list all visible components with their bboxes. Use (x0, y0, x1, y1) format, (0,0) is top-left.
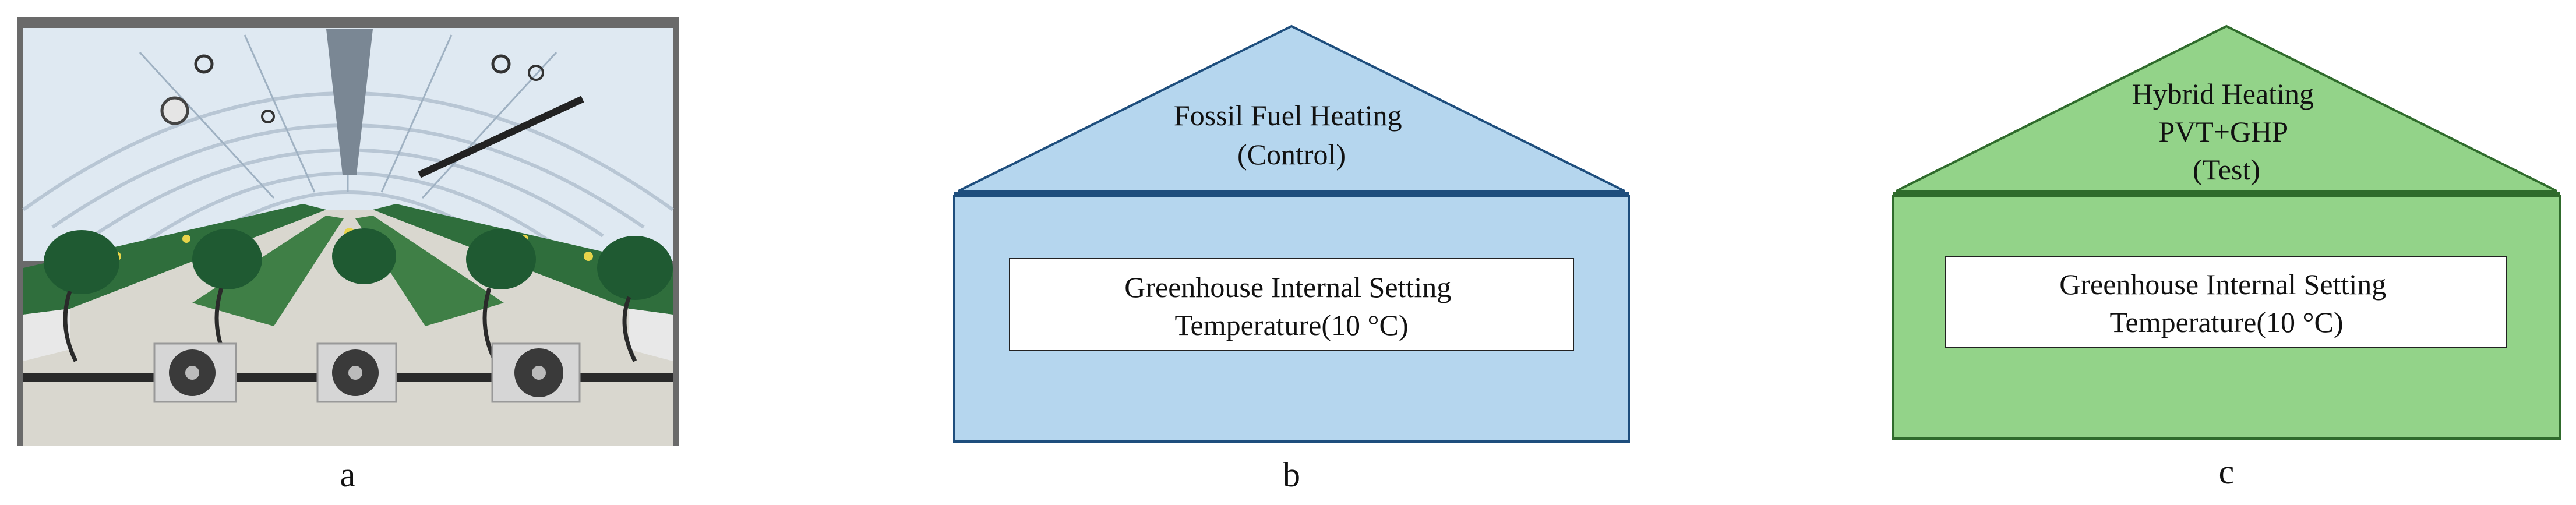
photo-fan-unit-right (491, 342, 581, 403)
panel-c: Hybrid Heating PVT+GHP (Test) Greenhouse… (1892, 24, 2561, 491)
roof-title-c: Hybrid Heating PVT+GHP (Test) (2132, 77, 2321, 186)
setting-box-b (1009, 258, 1574, 351)
roof-line-c-3: (Test) (2193, 153, 2260, 186)
setting-text-c: Greenhouse Internal Setting Temperature(… (2059, 268, 2393, 338)
setting-line-b-2: Temperature(10 °C) (1174, 309, 1408, 341)
photo-fan-unit-center (316, 342, 397, 403)
roof-c (1896, 24, 2557, 192)
roof-line-c-2: PVT+GHP (2158, 115, 2287, 148)
photo-covers (44, 228, 673, 300)
roof-line-c-1: Hybrid Heating (2132, 77, 2314, 110)
panel-label-c: c (2219, 453, 2235, 491)
setting-line-b-1: Greenhouse Internal Setting (1124, 271, 1451, 303)
roof-title-b: Fossil Fuel Heating (Control) (1174, 99, 1409, 171)
panel-label-b: b (1283, 455, 1300, 494)
photo-lamps (160, 54, 544, 125)
photo-hanging-hose (418, 96, 584, 178)
roof-b (958, 24, 1625, 192)
photo-duct (326, 29, 373, 175)
setting-line-c-2: Temperature(10 °C) (2109, 306, 2343, 338)
setting-text-b: Greenhouse Internal Setting Temperature(… (1124, 271, 1458, 341)
panel-label-a: a (340, 455, 356, 494)
setting-line-c-1: Greenhouse Internal Setting (2059, 268, 2386, 301)
greenhouse-photo (17, 17, 679, 446)
roof-line-b-2: (Control) (1237, 138, 1346, 171)
roof-line-b-1: Fossil Fuel Heating (1174, 99, 1402, 132)
photo-fan-unit-left (153, 342, 237, 403)
panel-a: a (17, 17, 679, 494)
setting-box-c (1945, 256, 2507, 348)
panel-b: Fossil Fuel Heating (Control) Greenhouse… (953, 24, 1630, 494)
